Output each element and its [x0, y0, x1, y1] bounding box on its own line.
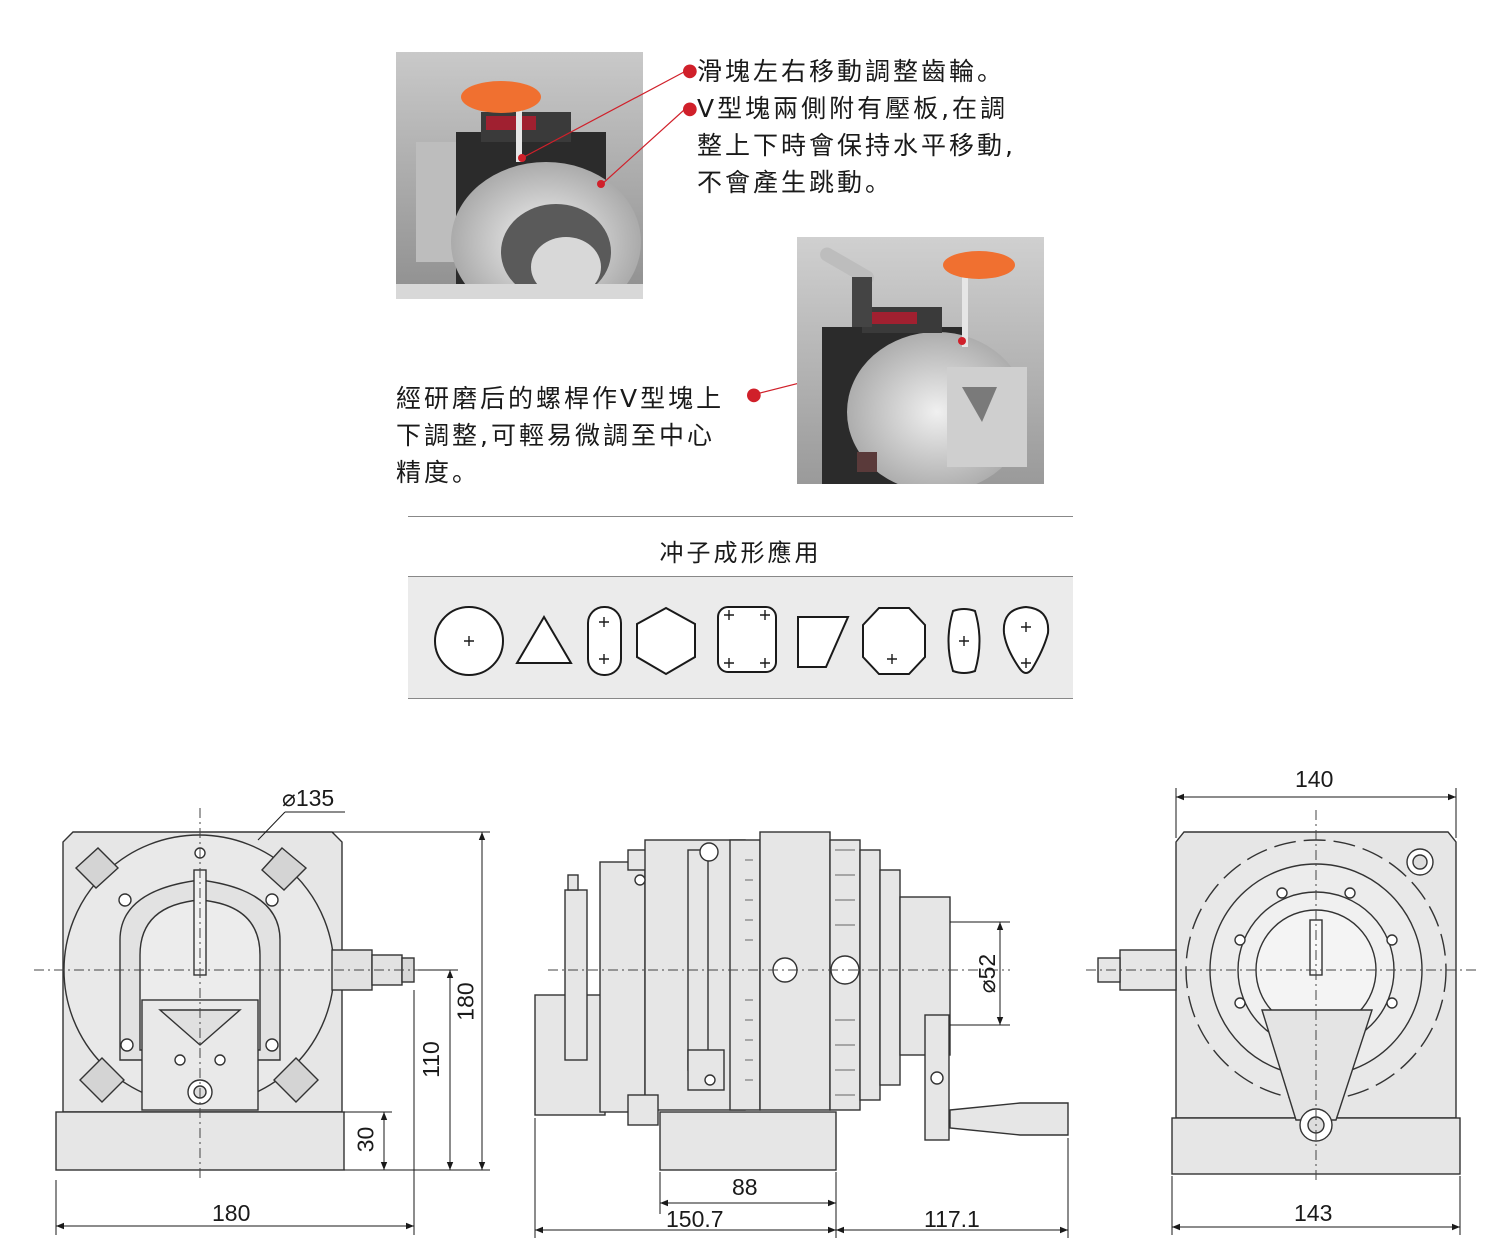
annotation-slide-gear: 滑塊左右移動調整齒輪。 V型塊兩側附有壓板,在調 整上下時會保持水平移動, 不會… — [697, 53, 1016, 201]
punch-shapes-drawing — [434, 605, 1050, 676]
dim-side-diameter: ⌀52 — [974, 953, 1001, 994]
annotation-line: 不會產生跳動。 — [697, 168, 894, 197]
punch-section-title: 冲子成形應用 — [659, 539, 822, 567]
dim-side-length-left: 150.7 — [666, 1206, 724, 1232]
shape-rounded-square — [717, 606, 777, 673]
rear-view — [1097, 831, 1461, 1175]
product-photo-screw — [797, 237, 1044, 484]
product-photo-slide-block — [396, 52, 643, 299]
dim-front-base-height: 30 — [352, 1126, 379, 1153]
shape-triangle — [515, 615, 573, 664]
dim-front-diameter: ⌀135 — [282, 785, 335, 811]
dim-front-height-total: 180 — [452, 982, 479, 1021]
shape-teardrop — [1002, 605, 1050, 674]
section-divider — [408, 516, 1073, 517]
shape-slot — [587, 606, 622, 676]
annotation-line: 經研磨后的螺桿作V型塊上 — [396, 384, 725, 413]
shape-hexagon — [636, 606, 696, 676]
dim-rear-bottom-width: 143 — [1294, 1200, 1333, 1226]
dim-front-center-height: 110 — [417, 1041, 444, 1078]
annotation-screw: 經研磨后的螺桿作V型塊上 下調整,可輕易微調至中心 精度。 — [396, 380, 724, 491]
annotation-line: 下調整,可輕易微調至中心 — [396, 421, 715, 450]
annotation-line: 精度。 — [396, 458, 481, 487]
front-view — [55, 831, 415, 1171]
dim-side-length-right: 117.1 — [924, 1206, 980, 1232]
dim-side-base-length: 88 — [732, 1174, 758, 1200]
dim-front-width: 180 — [212, 1200, 251, 1226]
annotation-line: 滑塊左右移動調整齒輪。 — [697, 57, 1006, 86]
punch-shapes-panel — [408, 576, 1073, 699]
annotation-line: V型塊兩側附有壓板,在調 — [697, 94, 1009, 123]
bullet-dot: ● — [682, 98, 698, 119]
side-view — [534, 831, 1069, 1171]
bullet-dot: ● — [746, 384, 762, 405]
shape-trapezoid — [797, 616, 850, 668]
dim-rear-top-width: 140 — [1295, 766, 1334, 792]
bullet-dot: ● — [682, 60, 698, 81]
shape-octagon — [862, 607, 926, 675]
annotation-line: 整上下時會保持水平移動, — [697, 131, 1016, 160]
